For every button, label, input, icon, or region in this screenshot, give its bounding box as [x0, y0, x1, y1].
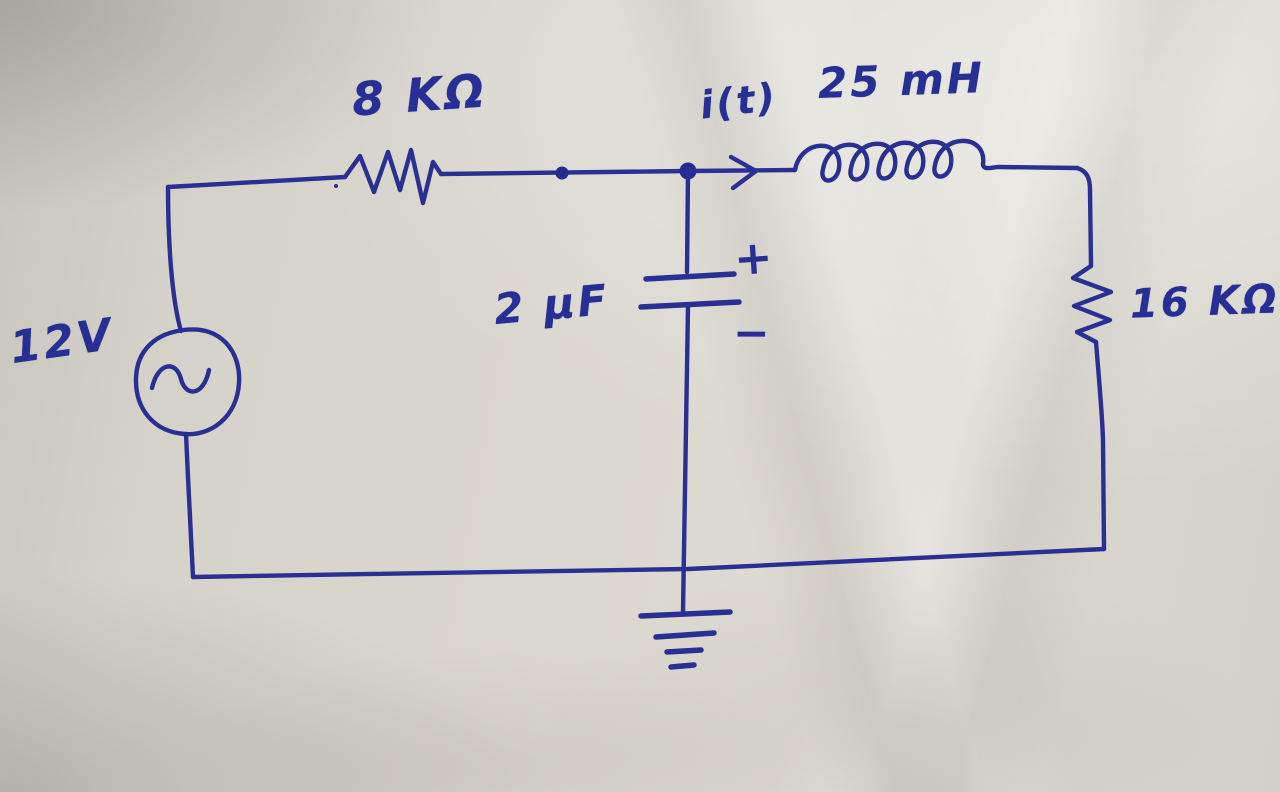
- wire-bottom: [190, 546, 1107, 580]
- ground-bar-4: [668, 662, 697, 670]
- ground-bar-2: [653, 630, 717, 640]
- resistor-8k-label: 8 KΩ: [350, 63, 489, 127]
- sine-wave-icon: [149, 364, 212, 394]
- ground-symbol: [638, 609, 733, 670]
- ground-bar-1: [638, 609, 733, 619]
- capacitor-minus-mark: −: [733, 308, 770, 359]
- current-label: i(t): [697, 74, 781, 128]
- ac-source-circle: [133, 327, 242, 437]
- capacitor-top-lead: [684, 168, 691, 275]
- ground-bar-3: [664, 647, 704, 655]
- wire-right-upper: [1074, 165, 1094, 269]
- resistor-16k-symbol: [1070, 263, 1114, 345]
- wire-right-lower: [1093, 339, 1107, 552]
- resistor-16k-label: 16 KΩ: [1129, 276, 1280, 328]
- inductor-symbol: [792, 138, 1080, 183]
- capacitor-bottom-lead: [680, 303, 691, 615]
- ink-speck: [334, 184, 338, 188]
- capacitor-top-plate: [643, 271, 737, 282]
- capacitor-label: 2 μF: [492, 275, 612, 334]
- wire-source-bottom: [183, 431, 196, 580]
- wire-node-to-inductor: [685, 167, 798, 174]
- wire-left-top: [165, 174, 348, 334]
- resistor-8k-symbol: [342, 147, 444, 206]
- capacitor-symbol: + −: [638, 168, 774, 615]
- current-arrow-icon: [728, 154, 759, 191]
- wire-left-vertical: [165, 174, 348, 334]
- capacitor-plus-mark: +: [732, 229, 774, 286]
- ac-source-symbol: [133, 327, 242, 437]
- node-dot-left: [555, 166, 569, 180]
- capacitor-bottom-plate: [638, 299, 742, 310]
- inductor-label: 25 mH: [817, 53, 986, 108]
